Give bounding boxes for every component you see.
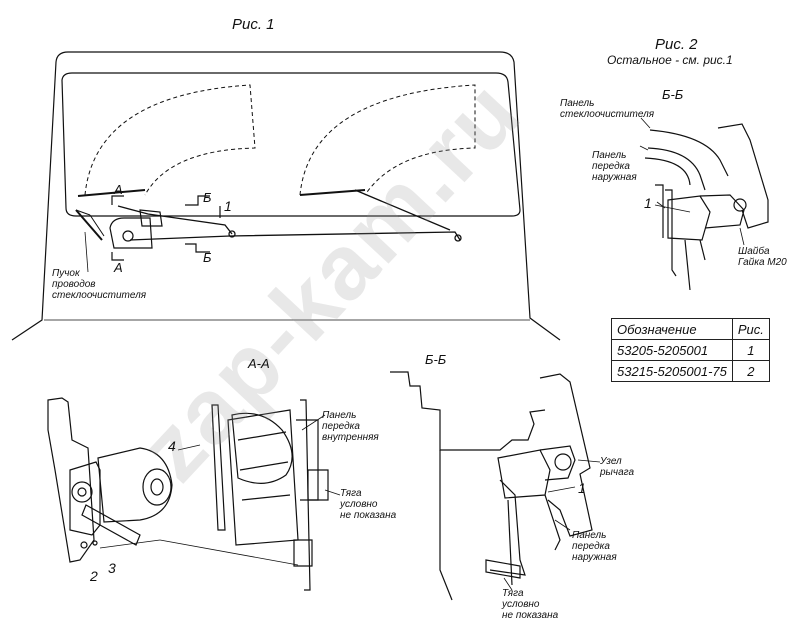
windshield bbox=[61, 72, 521, 217]
figure2-subtitle: Остальное - см. рис.1 bbox=[607, 53, 733, 67]
section-markers-fig1 bbox=[111, 195, 221, 261]
bb-label-panel-outer: Панель передка наружная bbox=[572, 530, 617, 563]
aa-label-rod-line3: не показана bbox=[340, 510, 397, 521]
callout-1-fig1: 1 bbox=[224, 198, 232, 214]
fig2-label-panel-outer-line2: передка bbox=[592, 161, 630, 172]
section-mark-b-bottom: Б bbox=[203, 250, 212, 265]
spec-cell-designation: 53215-5205001-75 bbox=[611, 360, 733, 382]
section-mark-a-top: А bbox=[114, 182, 123, 197]
section-aa bbox=[47, 397, 329, 591]
spec-header-fig: Рис. bbox=[731, 318, 770, 340]
aa-label-panel-inner: Панель передка внутренняя bbox=[322, 410, 379, 443]
wiper-blades bbox=[77, 189, 366, 197]
bb-label-panel-outer-line3: наружная bbox=[572, 552, 617, 563]
harness-label-line2: проводов bbox=[52, 279, 96, 290]
section-mark-a-bottom: А bbox=[114, 260, 123, 275]
callout-1-fig2: 1 bbox=[644, 195, 652, 211]
section-aa-title: А-А bbox=[248, 356, 270, 371]
aa-label-panel-inner-line3: внутренняя bbox=[322, 432, 379, 443]
wiper-motor-fig1 bbox=[75, 209, 163, 249]
fig2-label-washer: Шайба bbox=[738, 246, 770, 257]
fig2-label-washer-nut: Шайба Гайка М20 bbox=[738, 246, 787, 268]
spec-table: Обозначение Рис. 53205-5205001 1 53215-5… bbox=[611, 318, 770, 382]
fig2-label-nut: Гайка М20 bbox=[738, 257, 787, 268]
fig2-label-panel-wiper: Панель стеклоочистителя bbox=[560, 98, 654, 120]
aa-label-panel-inner-line1: Панель bbox=[322, 410, 357, 421]
aa-label-rod-line2: условно bbox=[340, 499, 378, 510]
bb-label-rod: Тяга условно не показана bbox=[502, 588, 558, 621]
figure2-title: Рис. 2 bbox=[655, 36, 698, 53]
fig2-label-panel-outer-line1: Панель bbox=[592, 150, 627, 161]
aa-label-rod: Тяга условно не показана bbox=[340, 488, 396, 521]
callout-3: 3 bbox=[108, 560, 116, 576]
harness-label-line1: Пучок bbox=[52, 268, 80, 279]
callout-2: 2 bbox=[90, 568, 98, 584]
bb-label-lever-unit: Узел рычага bbox=[600, 456, 634, 478]
aa-label-panel-inner-line2: передка bbox=[322, 421, 360, 432]
leader-lines bbox=[84, 117, 745, 591]
bb-label-panel-outer-line2: передка bbox=[572, 541, 610, 552]
fig2-label-panel-outer-line3: наружная bbox=[592, 172, 637, 183]
aa-label-rod-line1: Тяга bbox=[340, 488, 362, 499]
callout-4: 4 bbox=[168, 438, 176, 454]
spec-table-header: Обозначение Рис. bbox=[611, 318, 770, 340]
spec-header-designation: Обозначение bbox=[611, 318, 733, 340]
spec-cell-fig: 1 bbox=[731, 339, 770, 361]
cab-outline bbox=[11, 51, 561, 341]
wiper-sweep-areas bbox=[84, 84, 476, 196]
bb-label-rod-line1: Тяга bbox=[502, 588, 524, 599]
bb-label-panel-outer-line1: Панель bbox=[572, 530, 607, 541]
bb-label-rod-line3: не показана bbox=[502, 610, 559, 621]
fig2-section bbox=[644, 123, 769, 291]
bb-label-lever-unit-line2: рычага bbox=[600, 467, 635, 478]
fig2-label-panel-wiper-line2: стеклоочистителя bbox=[560, 109, 655, 120]
figure1-title: Рис. 1 bbox=[232, 16, 275, 33]
figure2-section-title: Б-Б bbox=[662, 87, 684, 102]
callout-1-bb: 1 bbox=[578, 480, 586, 496]
fig2-label-panel-wiper-line1: Панель bbox=[560, 98, 595, 109]
harness-label: Пучок проводов стеклоочистителя bbox=[52, 268, 146, 301]
harness-label-line3: стеклоочистителя bbox=[52, 290, 147, 301]
section-bb bbox=[390, 371, 593, 601]
table-row: 53205-5205001 1 bbox=[611, 339, 770, 361]
spec-cell-fig: 2 bbox=[731, 360, 770, 382]
table-row: 53215-5205001-75 2 bbox=[611, 360, 770, 382]
spec-cell-designation: 53205-5205001 bbox=[611, 339, 733, 361]
bb-label-lever-unit-line1: Узел bbox=[600, 456, 622, 467]
section-mark-b-top: Б bbox=[203, 190, 212, 205]
wiper-linkage bbox=[117, 189, 462, 242]
fig2-label-panel-outer: Панель передка наружная bbox=[592, 150, 637, 183]
bb-label-rod-line2: условно bbox=[502, 599, 540, 610]
section-bb-title: Б-Б bbox=[425, 352, 447, 367]
